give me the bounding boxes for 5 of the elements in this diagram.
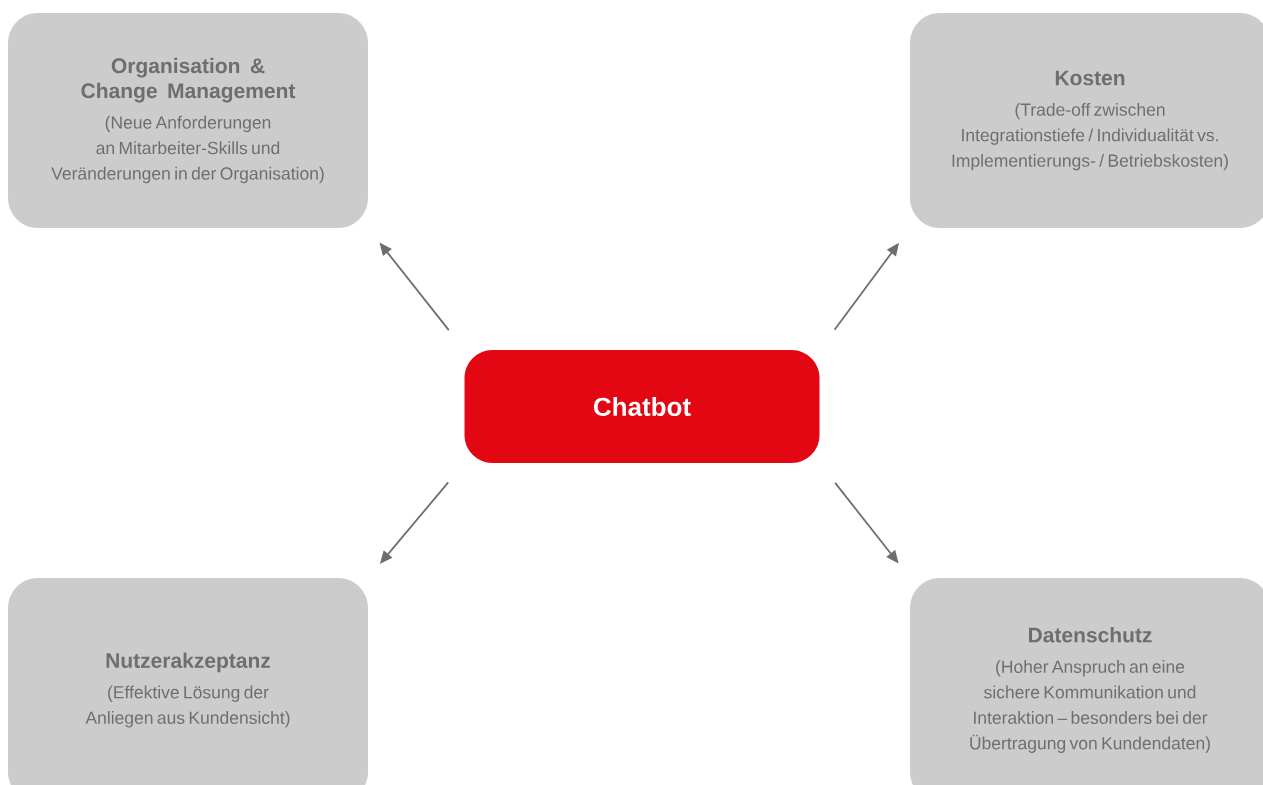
central-box: Chatbot (464, 350, 820, 463)
topic-box: Organisation & Change Management (Neue Anforderungen an Mitarbeiter-Skills und Veränderungen in der Organisation) (8, 13, 368, 228)
topic-box: Datenschutz (Hoher Anspruch an eine sichere Kommunikation und Interaktion – besonders bei der Übertragung von Kundendaten) (910, 578, 1263, 785)
topic-box: Nutzerakzeptanz (Effektive Lösung der Anliegen aus Kundensicht) (8, 578, 368, 785)
topic-box: Kosten (Trade-off zwischen Integrationstiefe / Individualität vs. Implementierungs- / Betriebskosten) (910, 13, 1263, 228)
